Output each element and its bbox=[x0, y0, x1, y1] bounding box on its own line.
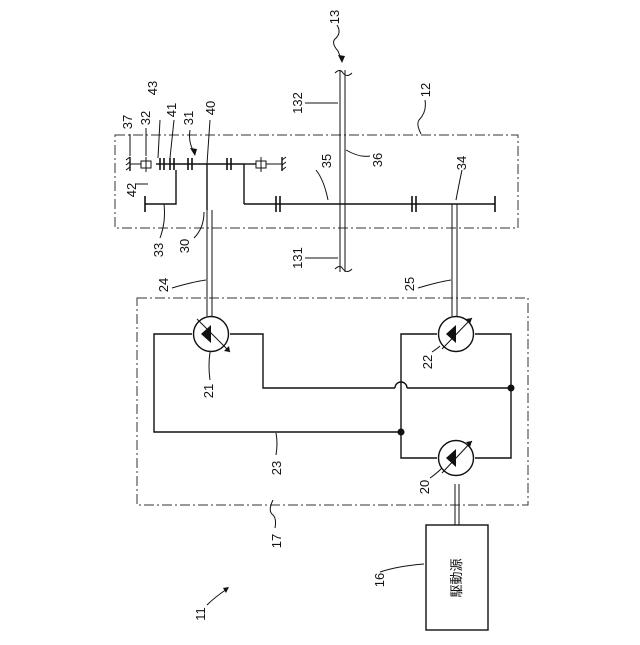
leader-23 bbox=[276, 433, 277, 455]
label-43: 43 bbox=[145, 81, 160, 95]
circuit-line-22-right bbox=[475, 334, 511, 458]
leader-12 bbox=[418, 100, 426, 134]
leader-43 bbox=[158, 120, 160, 158]
junction-dot bbox=[508, 385, 515, 392]
leader-25 bbox=[418, 280, 451, 288]
junction-dot bbox=[398, 429, 405, 436]
ring-gear-33 bbox=[145, 170, 176, 204]
leader-30 bbox=[194, 212, 204, 238]
label-34: 34 bbox=[454, 156, 469, 170]
leader-35 bbox=[316, 170, 328, 200]
label-41: 41 bbox=[164, 103, 179, 117]
label-35: 35 bbox=[319, 154, 334, 168]
label-30: 30 bbox=[177, 239, 192, 253]
circuit-line-22-left bbox=[401, 334, 437, 458]
label-24: 24 bbox=[156, 278, 171, 292]
label-25: 25 bbox=[402, 277, 417, 291]
label-11: 11 bbox=[193, 607, 208, 621]
leader-34 bbox=[456, 170, 462, 200]
label-40: 40 bbox=[203, 101, 218, 115]
leader-31-arrow bbox=[190, 148, 197, 156]
label-12: 12 bbox=[418, 83, 433, 97]
label-23: 23 bbox=[269, 461, 284, 475]
label-17: 17 bbox=[269, 534, 284, 548]
shaft-break-bottom bbox=[335, 267, 352, 272]
label-20: 20 bbox=[417, 480, 432, 494]
label-36: 36 bbox=[370, 153, 385, 167]
label-42: 42 bbox=[124, 183, 139, 197]
leader-17 bbox=[270, 500, 275, 528]
leader-11-arrow bbox=[223, 587, 229, 593]
label-31: 31 bbox=[181, 111, 196, 125]
circuit-line-21-right bbox=[230, 334, 395, 388]
pump-20 bbox=[439, 441, 474, 476]
label-37: 37 bbox=[120, 115, 135, 129]
label-33: 33 bbox=[151, 243, 166, 257]
label-131: 131 bbox=[290, 247, 305, 269]
leader-36 bbox=[346, 150, 370, 156]
leader-41 bbox=[170, 120, 174, 158]
shaft-break-top bbox=[335, 71, 352, 76]
motor-22 bbox=[439, 317, 474, 352]
leader-11 bbox=[207, 589, 227, 605]
label-22: 22 bbox=[420, 355, 435, 369]
leader-13-arrow bbox=[338, 55, 345, 63]
leader-20 bbox=[430, 468, 442, 478]
motor-21 bbox=[194, 317, 231, 353]
label-32: 32 bbox=[138, 111, 153, 125]
label-132: 132 bbox=[290, 92, 305, 114]
leader-22 bbox=[432, 346, 440, 352]
label-21: 21 bbox=[201, 384, 216, 398]
leader-33 bbox=[160, 204, 165, 238]
circuit-line-left bbox=[154, 334, 401, 432]
leader-24 bbox=[172, 280, 206, 288]
leader-21 bbox=[209, 352, 210, 380]
label-13: 13 bbox=[327, 10, 342, 24]
drive-source-label: 駆動源 bbox=[449, 558, 464, 597]
leader-16 bbox=[380, 564, 424, 572]
leader-40 bbox=[207, 120, 210, 164]
hydraulic-box bbox=[137, 298, 528, 505]
label-16: 16 bbox=[372, 573, 387, 587]
